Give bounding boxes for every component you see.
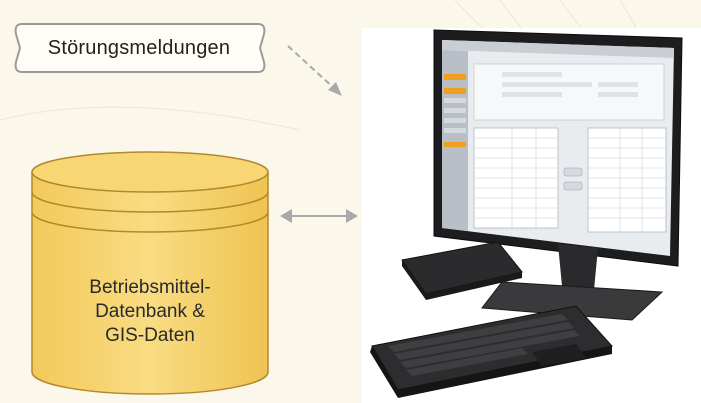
double-arrow-db-computer xyxy=(280,209,358,223)
database-label: Betriebsmittel- Datenbank & GIS-Daten xyxy=(28,276,272,348)
database-label-line-1: Betriebsmittel- xyxy=(89,277,211,298)
database-label-line-2: Datenbank & xyxy=(95,301,205,322)
computer-icon xyxy=(370,29,683,398)
database-label-line-3: GIS-Daten xyxy=(105,325,195,346)
dashed-arrow-to-computer xyxy=(287,45,342,96)
stoerungsmeldungen-text: Störungsmeldungen xyxy=(47,36,231,59)
keyboard-icon xyxy=(370,305,613,398)
monitor xyxy=(433,29,683,267)
database-icon xyxy=(31,151,269,395)
database-cylinder: Betriebsmittel- Datenbank & GIS-Daten xyxy=(28,148,272,396)
scroll-icon xyxy=(14,23,266,73)
drive-icon xyxy=(401,241,523,300)
stoerungsmeldungen-label: Störungsmeldungen xyxy=(8,20,270,76)
monitor-stand xyxy=(481,244,664,321)
